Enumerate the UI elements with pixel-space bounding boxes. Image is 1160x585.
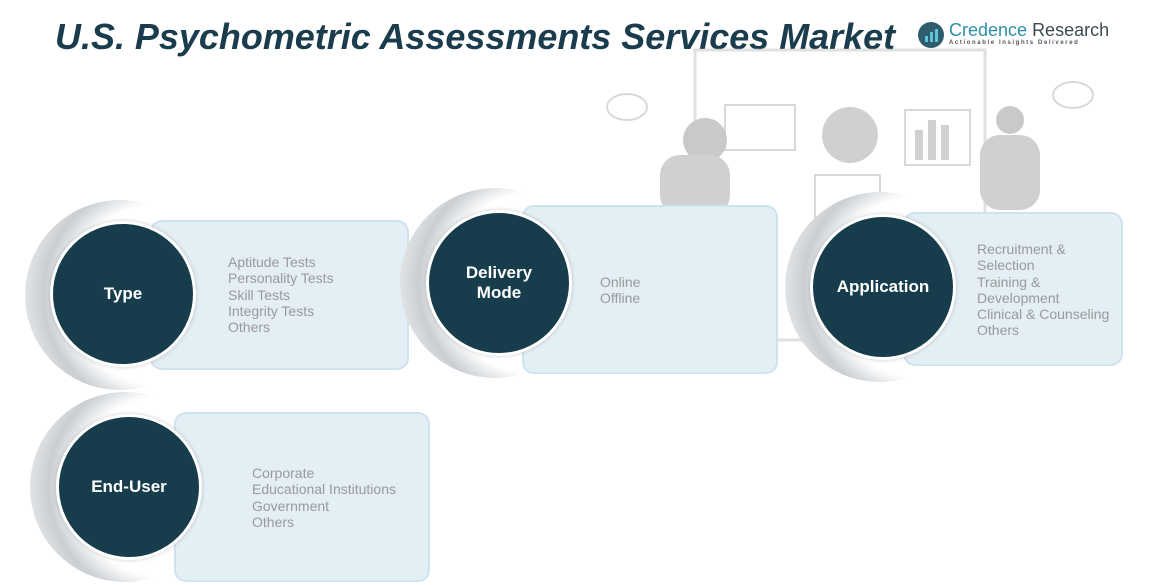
end-user-circle: End-User [56,414,202,560]
type-items: Aptitude Tests Personality Tests Skill T… [228,254,334,335]
list-item: Personality Tests [228,270,334,287]
segment-label: Delivery Mode [465,263,533,302]
page-title: U.S. Psychometric Assessments Services M… [55,16,896,57]
list-item: Others [977,322,1020,339]
end-user-box [174,412,430,582]
list-item: Educational Institutions [252,481,396,498]
list-item: Selection [977,257,1035,274]
list-item: Others [228,319,271,336]
end-user-items: Corporate Educational Institutions Gover… [252,465,396,530]
segment-label: Type [103,284,143,303]
credence-research-logo: Credence Research Actionable Insights De… [918,20,1109,48]
segment-label: End-User [91,477,167,496]
logo-tagline: Actionable Insights Delivered [949,40,1080,46]
list-item: Integrity Tests [228,302,315,319]
list-item: Training & [977,273,1041,290]
logo-name-1: Credence [949,20,1028,40]
application-circle: Application [810,214,956,360]
segment-label: Application [836,277,930,296]
list-item: Clinical & Counseling [977,306,1110,323]
list-item: Development [977,289,1060,306]
list-item: Skill Tests [228,286,290,303]
list-item: Online [600,274,641,290]
delivery-items: Online Offline [600,274,640,307]
delivery-mode-circle: Delivery Mode [426,210,572,356]
logo-chart-icon [918,22,944,48]
type-circle: Type [50,221,196,367]
list-item: Corporate [252,465,315,481]
list-item: Recruitment & [977,241,1066,257]
application-items: Recruitment & Selection Training & Devel… [977,241,1109,339]
list-item: Others [252,513,295,530]
list-item: Aptitude Tests [228,254,316,270]
presentation-illustration [606,48,1094,342]
logo-name-2: Research [1032,20,1110,40]
list-item: Government [252,497,330,514]
list-item: Offline [600,290,641,307]
